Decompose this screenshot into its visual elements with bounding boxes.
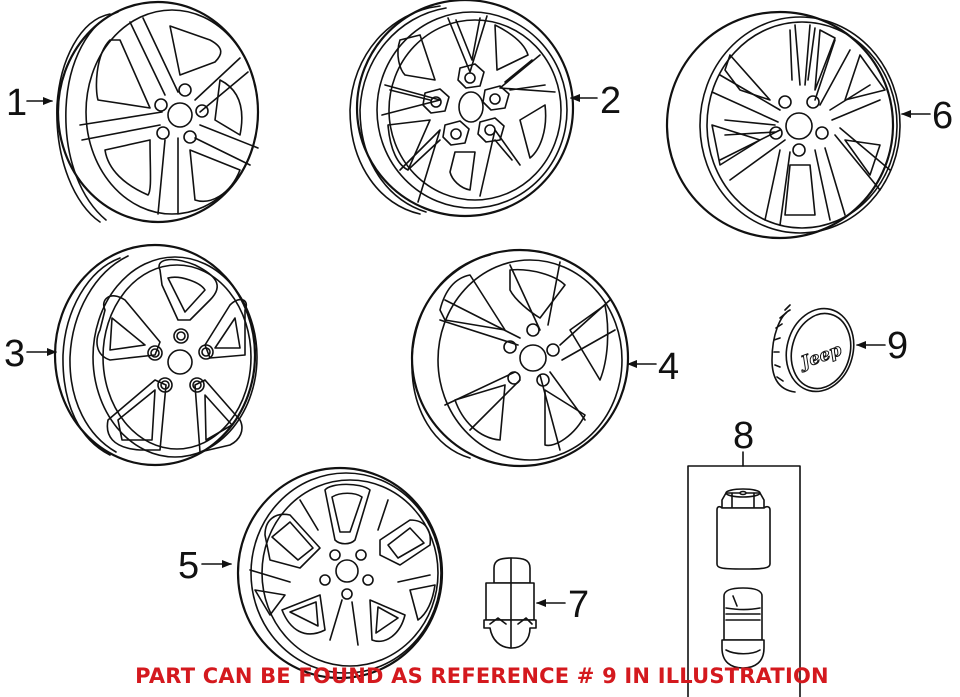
wheel-1[interactable] <box>56 0 260 224</box>
svg-text:1: 1 <box>6 82 27 124</box>
wheel-lock-kit-8[interactable] <box>687 451 801 697</box>
lug-nut-7[interactable] <box>483 557 537 649</box>
part-reference-note: PART CAN BE FOUND AS REFERENCE # 9 IN IL… <box>0 664 960 688</box>
callout-7: 7 <box>536 584 589 626</box>
callout-2: 2 <box>570 80 621 122</box>
svg-text:9: 9 <box>887 325 908 367</box>
callout-8: 8 <box>733 415 754 457</box>
callout-5: 5 <box>178 545 232 587</box>
svg-text:6: 6 <box>932 95 953 137</box>
callout-6: 6 <box>901 95 953 137</box>
center-cap-9[interactable]: Jeep <box>771 301 863 399</box>
callout-3: 3 <box>4 333 57 375</box>
wheel-3[interactable] <box>53 243 258 467</box>
callout-9: 9 <box>856 325 908 367</box>
svg-text:8: 8 <box>733 415 754 457</box>
wheel-4[interactable] <box>410 248 630 468</box>
part-reference-text: PART CAN BE FOUND AS REFERENCE # 9 IN IL… <box>135 664 829 688</box>
svg-text:3: 3 <box>4 333 25 375</box>
wheel-6[interactable] <box>665 10 901 240</box>
wheel-5[interactable] <box>236 466 444 680</box>
callout-4: 4 <box>627 346 679 388</box>
svg-text:4: 4 <box>658 346 679 388</box>
svg-text:2: 2 <box>600 80 621 122</box>
svg-text:5: 5 <box>178 545 199 587</box>
svg-text:7: 7 <box>568 584 589 626</box>
callout-1: 1 <box>6 82 53 124</box>
wheel-2[interactable] <box>349 0 575 218</box>
